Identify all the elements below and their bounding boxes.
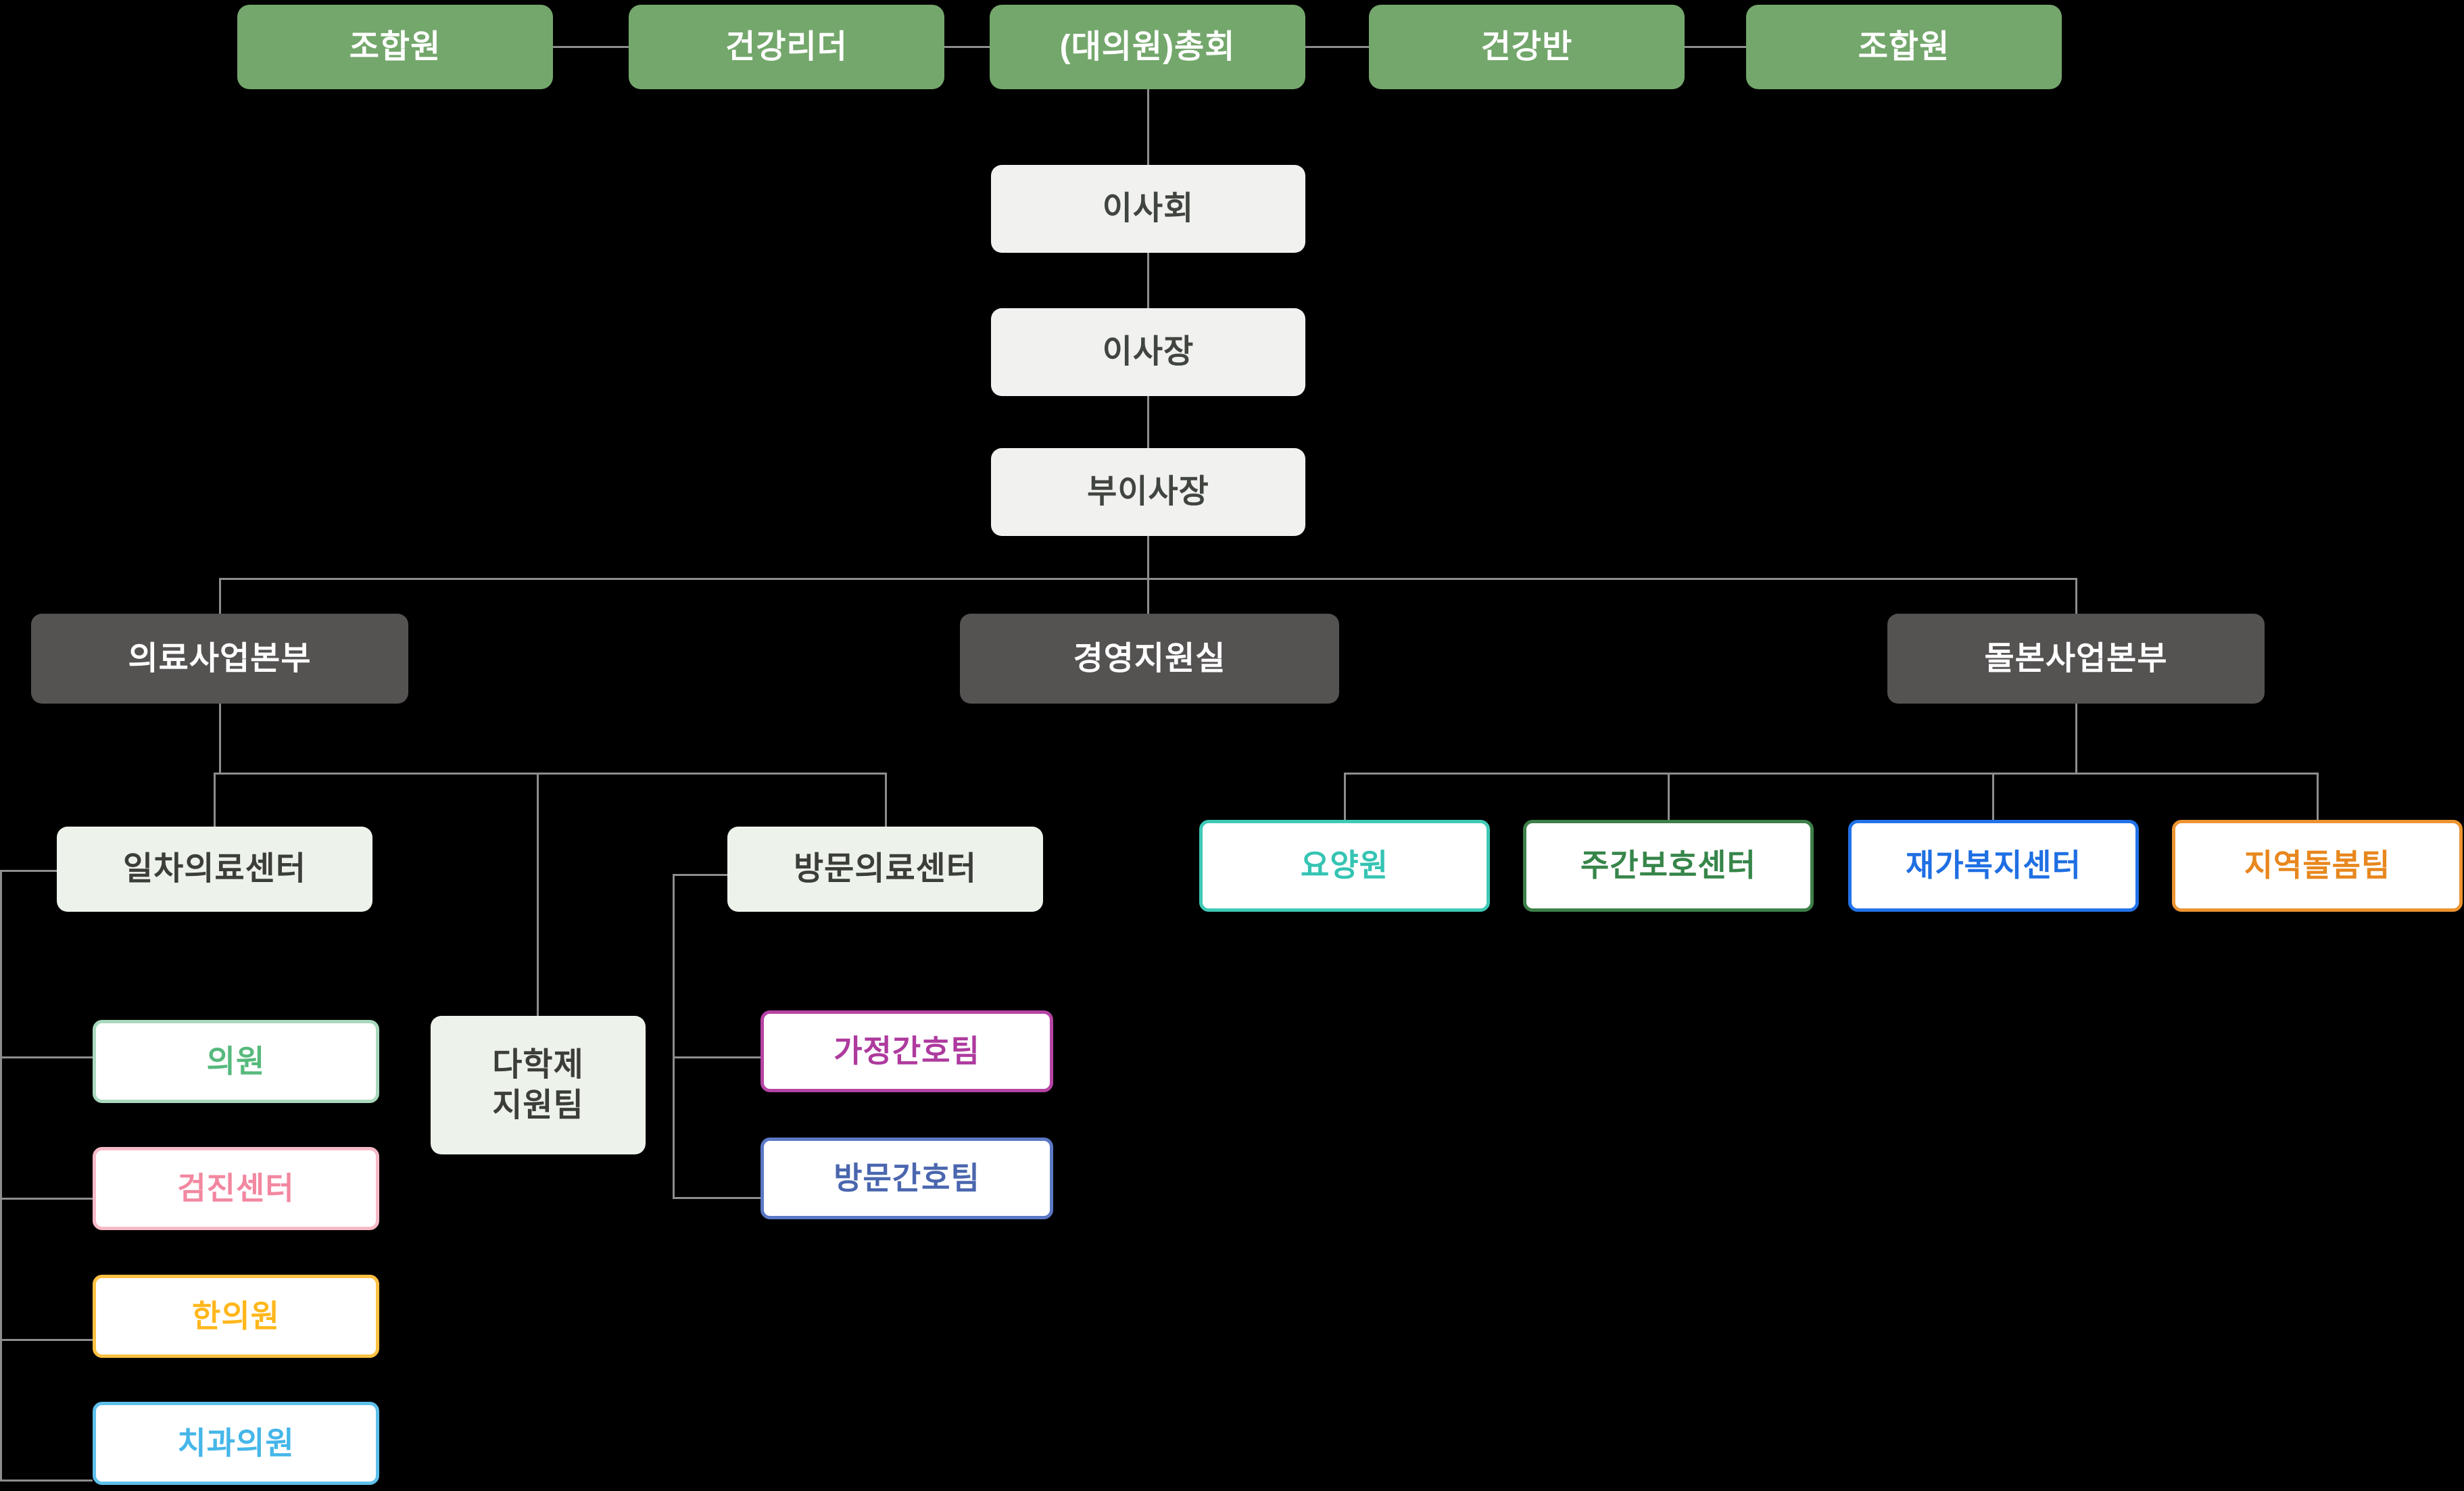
connector-stub-clinic [0, 1056, 93, 1058]
node-clinic: 의원 [93, 1020, 379, 1103]
node-home-welfare-center: 재가복지센터 [1848, 820, 2139, 912]
node-member-left: 조합원 [237, 5, 553, 89]
node-medical-division: 의료사업본부 [31, 614, 408, 704]
multidisciplinary-team-label: 다학제 지원팀 [492, 1046, 584, 1123]
connector-drop-medical [219, 578, 221, 614]
connector-top-row-1 [553, 46, 629, 48]
connector-drop-community-care [2317, 773, 2319, 820]
node-vice-chairman: 부이사장 [991, 448, 1305, 536]
connector-vice-mainbranch [1147, 536, 1149, 579]
connector-care-branch [1344, 773, 2319, 775]
connector-drop-management [1147, 578, 1149, 614]
connector-visiting-stub [673, 874, 727, 876]
node-visiting-care-center: 방문의료센터 [727, 827, 1043, 912]
connector-drop-primary [214, 773, 216, 828]
node-member-right: 조합원 [1746, 5, 2062, 89]
connector-stub-visiting-nursing [673, 1197, 760, 1199]
node-day-care-center: 주간보호센터 [1523, 820, 1814, 912]
connector-top-row-3 [1305, 46, 1369, 48]
connector-primary-stub [0, 870, 57, 872]
node-care-division: 돌본사업본부 [1887, 614, 2265, 704]
node-nursing-home: 요양원 [1199, 820, 1490, 912]
connector-top-row-2 [944, 46, 990, 48]
node-home-nursing-team: 가정간호팀 [760, 1010, 1053, 1092]
node-board: 이사회 [991, 165, 1305, 253]
node-korean-medicine-clinic: 한의원 [93, 1275, 379, 1358]
connector-stub-korean-medicine [0, 1339, 93, 1341]
node-multidisciplinary-team: 다학제 지원팀 [431, 1016, 646, 1154]
connector-drop-multidisciplinary [537, 773, 539, 1016]
connector-drop-care [2075, 578, 2077, 614]
node-health-leader: 건강리더 [629, 5, 944, 89]
connector-top-row-4 [1685, 46, 1746, 48]
node-checkup-center: 검진센터 [93, 1147, 379, 1230]
connector-visiting-rail [673, 874, 675, 1199]
node-health-group: 건강반 [1369, 5, 1685, 89]
connector-medical-branch [214, 773, 887, 775]
node-primary-care-center: 일차의료센터 [57, 827, 372, 912]
node-visiting-nursing-team: 방문간호팀 [760, 1138, 1053, 1219]
connector-drop-home-welfare [1992, 773, 1994, 820]
connector-stub-checkup [0, 1198, 93, 1200]
connector-drop-day-care [1668, 773, 1670, 820]
connector-assembly-board [1147, 89, 1149, 165]
connector-stub-dental [0, 1480, 93, 1482]
connector-chairman-vice [1147, 396, 1149, 448]
node-dental-clinic: 치과의원 [93, 1402, 379, 1485]
connector-medical-down [219, 704, 221, 773]
connector-board-chairman [1147, 253, 1149, 308]
node-community-care-team: 지역돌봄팀 [2172, 820, 2463, 912]
connector-drop-visiting [885, 773, 887, 828]
connector-drop-nursing-home [1344, 773, 1346, 820]
connector-care-down [2075, 704, 2077, 773]
node-management-office: 경영지원실 [960, 614, 1339, 704]
node-general-assembly: (대의원)총회 [990, 5, 1305, 89]
connector-left-rail [0, 870, 2, 1482]
node-chairman: 이사장 [991, 308, 1305, 396]
connector-stub-home-nursing [673, 1056, 760, 1058]
